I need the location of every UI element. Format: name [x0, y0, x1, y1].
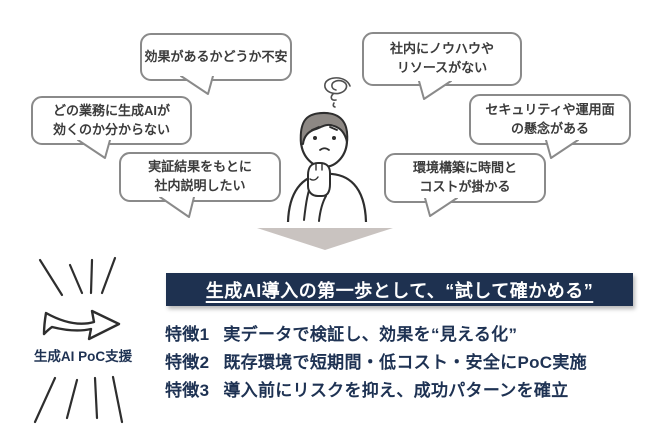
bubble-text: 実証結果をもとに [148, 159, 252, 175]
bubble-tail-icon [545, 140, 579, 159]
headline-text: 生成AI導入の第一歩として、“試して確かめる” [205, 280, 594, 301]
speech-bubble-no-knowhow: 社内にノウハウや リソースがない [362, 32, 522, 100]
speech-bubble-env-cost: 環境構築に時間と コストが掛かる [384, 153, 546, 217]
bubble-tail-icon [180, 76, 214, 95]
headline-banner: 生成AI導入の第一歩として、“試して確かめる” [166, 273, 633, 306]
service-label: 生成AI PoC支援 [33, 349, 133, 364]
speech-bubble-explain-internally: 実証結果をもとに 社内説明したい [119, 152, 281, 218]
bubble-text: 社内説明したい [154, 178, 246, 193]
feature-label: 特徴3 [165, 381, 210, 400]
speech-bubble-security-concern: セキュリティや運用面 の懸念がある [469, 94, 631, 159]
emphasis-rays-bottom-icon [33, 375, 124, 424]
bubble-text: の懸念がある [510, 120, 589, 136]
bubble-tail-icon [159, 197, 195, 218]
speech-bubble-which-task: どの業務に生成AIが 効くのか分からない [31, 96, 192, 159]
feature-label: 特徴1 [165, 325, 210, 344]
feature-text: 実データで検証し、効果を“見える化” [223, 325, 518, 344]
feature-text: 既存環境で短期間・低コスト・安全にPoC実施 [223, 353, 587, 372]
bubble-tail-icon [424, 198, 458, 217]
bubble-text: コストが掛かる [419, 179, 511, 194]
speech-bubble-effect-anxiety: 効果があるかどうか不安 [140, 33, 292, 95]
bubble-text: セキュリティや運用面 [485, 101, 615, 117]
down-arrow-icon [257, 228, 393, 250]
bubble-tail-icon [77, 140, 111, 159]
bubble-text: 環境構築に時間と [412, 160, 517, 176]
bubble-text: 効果があるかどうか不安 [144, 48, 288, 64]
feature-row-2: 特徴2 既存環境で短期間・低コスト・安全にPoC実施 [165, 348, 587, 376]
bubble-text: 社内にノウハウや [389, 41, 494, 57]
bubble-tail-icon [418, 81, 452, 100]
thinking-person-illustration [286, 77, 368, 222]
feature-row-1: 特徴1 実データで検証し、効果を“見える化” [165, 320, 587, 348]
feature-row-3: 特徴3 導入前にリスクを抑え、成功パターンを確立 [165, 376, 587, 404]
hand-drawn-arrow-icon [42, 309, 121, 341]
confusion-scribble-icon [324, 77, 351, 108]
bubble-text: どの業務に生成AIが [52, 102, 170, 118]
feature-label: 特徴2 [165, 353, 210, 372]
emphasis-rays-top-icon [38, 256, 117, 297]
bubble-text: 効くのか分からない [52, 121, 170, 137]
feature-text: 導入前にリスクを抑え、成功パターンを確立 [223, 381, 569, 400]
bubble-text: リソースがない [396, 60, 488, 75]
feature-list: 特徴1 実データで検証し、効果を“見える化” 特徴2 既存環境で短期間・低コスト… [165, 320, 587, 404]
